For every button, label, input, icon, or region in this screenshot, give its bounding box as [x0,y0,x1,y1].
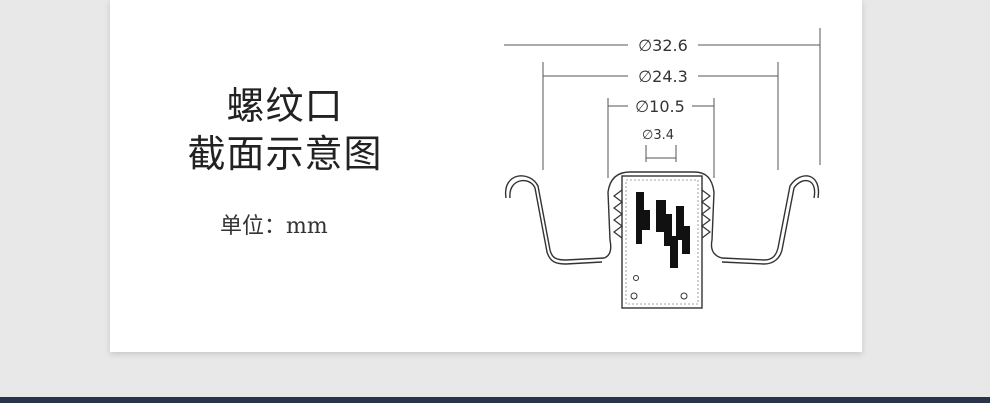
dim-outer-label: ∅32.6 [638,36,688,55]
dimension-inner: ∅10.5 [607,97,715,178]
title-line-1: 螺纹口 [226,84,344,128]
dim-inner-label: ∅10.5 [635,97,685,116]
bottom-strip [0,397,990,403]
title-line-2: 截面示意图 [187,132,383,176]
dimension-hole: ∅3.4 [642,128,677,162]
thread-core [613,175,711,309]
dimension-outer: ∅32.6 [504,28,821,165]
dim-middle-label: ∅24.3 [638,67,688,86]
unit-label: 单位：mm [220,214,328,239]
dimension-middle: ∅24.3 [542,62,779,170]
profile-outline [505,171,820,265]
cross-section-diagram: ∅32.6 ∅24.3 ∅10.5 ∅3.4 [504,28,821,309]
dim-hole-label: ∅3.4 [642,128,674,143]
diagram-title: 螺纹口 截面示意图 [170,82,400,178]
diagram-card: 螺纹口 截面示意图 单位：mm ∅32.6 ∅24.3 ∅10.5 [110,0,862,352]
